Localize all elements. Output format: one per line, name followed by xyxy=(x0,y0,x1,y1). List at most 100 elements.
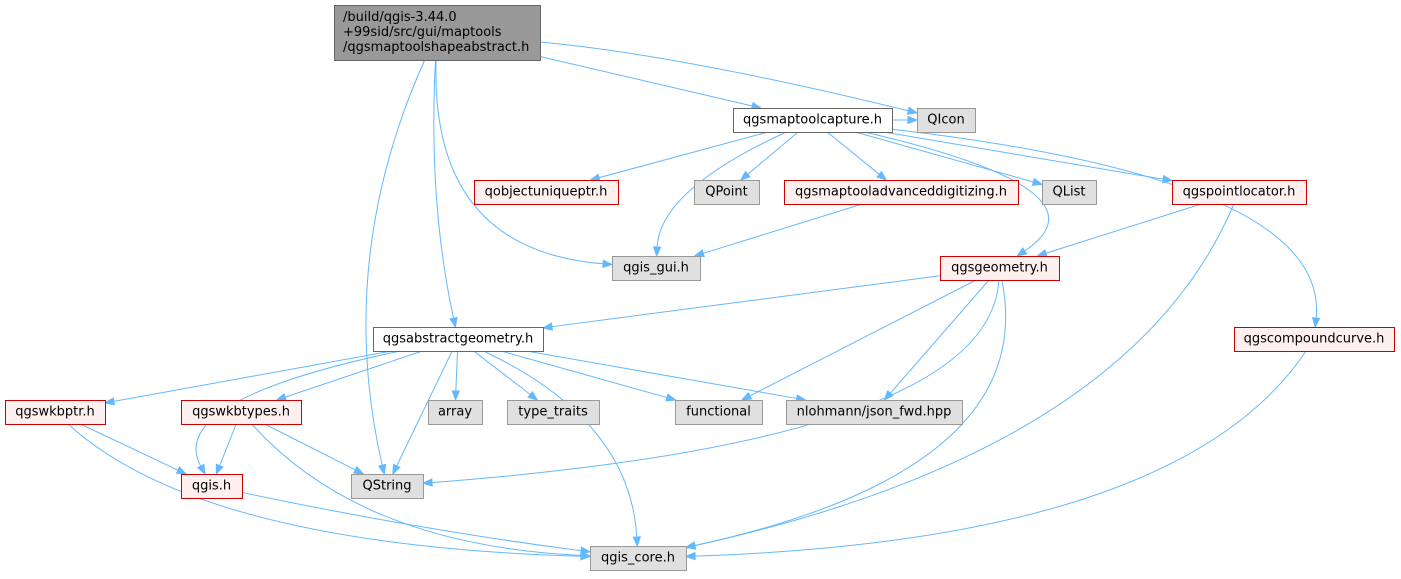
arrowhead-icon xyxy=(1311,317,1321,329)
edge-ptloc-to-core xyxy=(684,203,1235,550)
edge-qgish-to-core xyxy=(241,491,592,555)
edge-line xyxy=(251,423,582,556)
node-type-traits[interactable]: type_traits xyxy=(507,400,600,425)
edge-absgeom-to-core xyxy=(483,350,641,548)
node-qlist[interactable]: QList xyxy=(1042,180,1097,205)
node-qgsmaptoolshapeabstract[interactable]: /build/qgis-3.44.0+99sid/src/gui/maptool… xyxy=(334,5,541,61)
arrowhead-icon xyxy=(392,463,401,476)
edge-capture-to-ptloc xyxy=(883,131,1174,184)
arrowhead-icon xyxy=(693,249,706,258)
node-label: QPoint xyxy=(705,185,748,200)
node-qgswkbtypes[interactable]: qgswkbtypes.h xyxy=(181,400,302,425)
node-label: qgis.h xyxy=(192,479,231,494)
arrowhead-icon xyxy=(632,536,641,548)
node-label: /qgsmaptoolshapeabstract.h xyxy=(343,40,529,55)
node-qgis-gui[interactable]: qgis_gui.h xyxy=(612,256,701,281)
arrowhead-icon xyxy=(665,393,678,402)
node-array[interactable]: array xyxy=(428,400,483,425)
edge-line xyxy=(219,423,237,466)
edge-geom-to-absgeom xyxy=(541,275,941,331)
node-label: QList xyxy=(1053,185,1086,200)
edge-wkbptr-to-core xyxy=(67,423,592,561)
edge-line xyxy=(241,491,582,552)
node-qicon[interactable]: QIcon xyxy=(917,108,976,133)
edge-absgeom-to-wkbptr xyxy=(103,350,392,406)
edge-line xyxy=(113,350,392,402)
node-label: qgis_core.h xyxy=(601,551,675,566)
node-qgscompoundcurve[interactable]: qgscompoundcurve.h xyxy=(1234,327,1395,352)
arrowhead-icon xyxy=(652,246,662,258)
edge-line xyxy=(500,350,668,399)
edge-line xyxy=(826,131,880,175)
edge-line xyxy=(883,131,1164,180)
node-label: QString xyxy=(362,479,411,494)
arrowhead-icon xyxy=(1036,249,1048,258)
edge-line xyxy=(551,275,941,328)
edge-line xyxy=(539,56,753,107)
node-box xyxy=(917,108,976,133)
edge-root-to-qstring xyxy=(365,59,426,476)
edge-line xyxy=(435,59,604,265)
node-nlohmann-json-fwd[interactable]: nlohmann/json_fwd.hpp xyxy=(786,400,963,425)
arrowhead-icon xyxy=(352,465,365,475)
node-label: qgsabstractgeometry.h xyxy=(383,332,533,347)
node-box xyxy=(181,400,302,425)
node-qpoint[interactable]: QPoint xyxy=(694,180,760,205)
edge-capture-to-compcurve xyxy=(891,128,1321,329)
dependency-edges xyxy=(67,41,1321,561)
arrowhead-icon xyxy=(421,478,433,487)
edge-line xyxy=(285,350,423,398)
edge-capture-to-guih xyxy=(652,131,787,258)
node-qgis[interactable]: qgis.h xyxy=(181,474,243,499)
edge-line xyxy=(80,423,179,471)
edge-wkbtypes-to-qgish xyxy=(215,423,237,476)
node-label: qobjectuniqueptr.h xyxy=(485,185,608,200)
edge-wkbtypes-to-qstring xyxy=(264,423,365,475)
node-qobjectuniqueptr[interactable]: qobjectuniqueptr.h xyxy=(474,180,619,205)
file-nodes: /build/qgis-3.44.0+99sid/src/gui/maptool… xyxy=(5,5,1395,571)
node-qstring[interactable]: QString xyxy=(351,474,424,499)
edge-line xyxy=(694,350,1307,557)
arrowhead-icon xyxy=(1016,247,1028,257)
edge-root-to-guih xyxy=(435,59,614,268)
edge-line xyxy=(539,41,909,112)
node-label: qgspointlocator.h xyxy=(1183,185,1296,200)
edge-compcurve-to-core xyxy=(684,350,1307,561)
edge-line xyxy=(433,59,454,319)
node-label: +99sid/src/gui/maptools xyxy=(343,25,502,40)
arrowhead-icon xyxy=(175,466,188,475)
edge-line xyxy=(365,59,426,466)
edge-line xyxy=(694,203,1235,547)
edge-line xyxy=(264,423,356,471)
arrowhead-icon xyxy=(602,259,614,268)
arrowhead-icon xyxy=(377,463,387,476)
node-label: qgsmaptooladvanceddigitizing.h xyxy=(795,185,1007,200)
node-qgsabstractgeometry[interactable]: qgsabstractgeometry.h xyxy=(373,327,544,352)
node-label: type_traits xyxy=(518,405,588,420)
edge-root-to-qicon xyxy=(539,41,919,115)
node-qgsmaptoolcapture[interactable]: qgsmaptoolcapture.h xyxy=(733,108,893,133)
node-box xyxy=(784,180,1019,205)
node-functional[interactable]: functional xyxy=(675,400,763,425)
arrowhead-icon xyxy=(449,316,458,329)
node-box xyxy=(733,108,893,133)
node-qgsgeometry[interactable]: qgsgeometry.h xyxy=(940,256,1060,281)
node-label: QIcon xyxy=(927,113,964,128)
node-qgsmaptooladvanceddigitizing[interactable]: qgsmaptooladvanceddigitizing.h xyxy=(784,180,1019,205)
arrowhead-icon xyxy=(907,115,919,125)
node-qgis-core[interactable]: qgis_core.h xyxy=(590,546,687,571)
edge-wkbptr-to-qgish xyxy=(80,423,188,475)
node-label: qgsgeometry.h xyxy=(951,261,1048,276)
edge-line xyxy=(749,279,977,397)
edge-capture-to-quniq xyxy=(589,131,769,182)
edge-capture-to-advdig xyxy=(826,131,888,181)
edge-line xyxy=(483,350,638,538)
node-box xyxy=(1042,180,1097,205)
edge-geom-to-functional xyxy=(740,279,977,401)
node-box xyxy=(373,327,544,352)
node-qgswkbptr[interactable]: qgswkbptr.h xyxy=(5,400,106,425)
node-label: functional xyxy=(686,405,751,420)
node-qgspointlocator[interactable]: qgspointlocator.h xyxy=(1172,180,1307,205)
arrowhead-icon xyxy=(275,392,288,401)
node-box xyxy=(351,474,424,499)
